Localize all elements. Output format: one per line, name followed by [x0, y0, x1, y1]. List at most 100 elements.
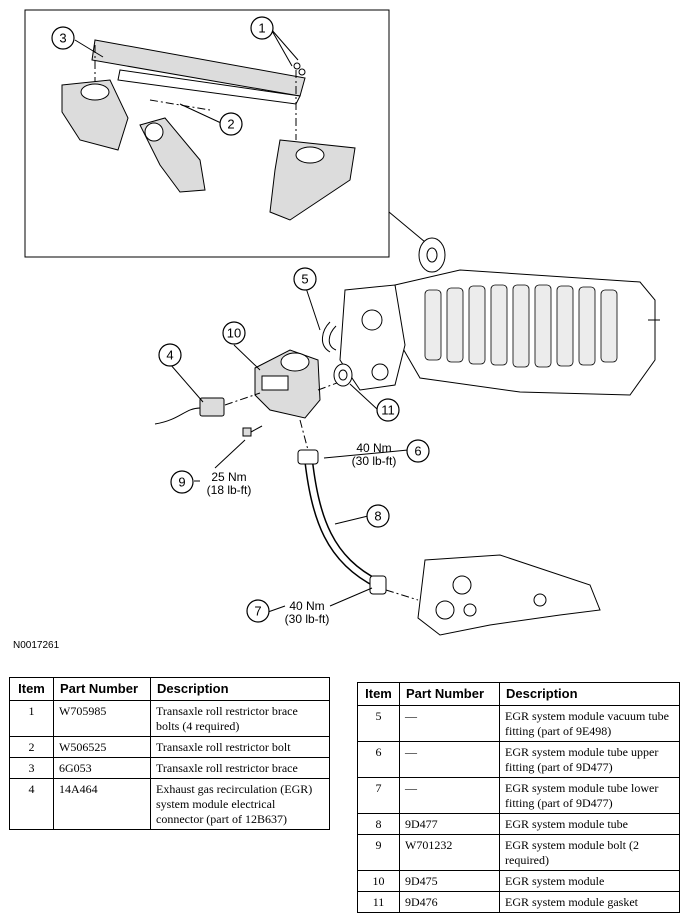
column-header-item: Item [357, 682, 400, 706]
part-number-cell: — [399, 705, 500, 742]
svg-text:11: 11 [381, 403, 395, 418]
part-number-cell: — [399, 777, 500, 814]
callout-11: 11 [376, 398, 400, 422]
egr-tube [297, 419, 419, 601]
callout-4: 4 [158, 343, 182, 367]
description-cell: EGR system module bolt (2 required) [499, 834, 680, 871]
item-cell: 9 [357, 834, 400, 871]
svg-text:9: 9 [178, 475, 185, 490]
svg-text:2: 2 [227, 117, 234, 132]
part-number-cell: 9D476 [399, 891, 500, 913]
part-number-cell: — [399, 741, 500, 778]
table-header-row: Item Part Number Description [9, 677, 330, 701]
svg-text:40 Nm: 40 Nm [289, 599, 324, 613]
svg-text:8: 8 [374, 509, 381, 524]
item-cell: 8 [357, 813, 400, 835]
description-cell: EGR system module tube lower fitting (pa… [499, 777, 680, 814]
description-cell: Transaxle roll restrictor bolt [150, 736, 330, 758]
left-mount-bracket [61, 79, 129, 151]
table-row: 5 — EGR system module vacuum tube fittin… [357, 705, 680, 742]
egr-module-bolt [242, 425, 263, 437]
description-cell: EGR system module vacuum tube fitting (p… [499, 705, 680, 742]
table-row: 1 W705985 Transaxle roll restrictor brac… [9, 700, 330, 737]
table-row: 2 W506525 Transaxle roll restrictor bolt [9, 736, 330, 758]
svg-text:1: 1 [258, 21, 265, 36]
svg-text:3: 3 [59, 31, 66, 46]
table-row: 8 9D477 EGR system module tube [357, 813, 680, 835]
description-cell: Exhaust gas recirculation (EGR) system m… [150, 778, 330, 830]
callout-9: 9 [170, 470, 194, 494]
callout-1: 1 [250, 16, 274, 40]
item-cell: 7 [357, 777, 400, 814]
column-header-part-number: Part Number [53, 677, 151, 701]
callout-5: 5 [293, 267, 317, 291]
description-cell: EGR system module gasket [499, 891, 680, 913]
description-cell: Transaxle roll restrictor brace [150, 757, 330, 779]
item-cell: 10 [357, 870, 400, 892]
svg-text:(30 lb-ft): (30 lb-ft) [285, 612, 330, 626]
svg-text:6: 6 [414, 444, 421, 459]
callout-8: 8 [366, 504, 390, 528]
vacuum-tube-fitting [322, 321, 337, 353]
column-header-part-number: Part Number [399, 682, 500, 706]
column-header-description: Description [499, 682, 680, 706]
table-header-row: Item Part Number Description [357, 682, 680, 706]
callout-7: 7 [246, 599, 270, 623]
svg-text:40 Nm: 40 Nm [356, 441, 391, 455]
egr-electrical-connector [154, 397, 225, 425]
item-cell: 3 [9, 757, 54, 779]
figure-id: N0017261 [13, 640, 60, 651]
description-cell: EGR system module tube upper fitting (pa… [499, 741, 680, 778]
roll-restrictor-brace [91, 39, 306, 105]
svg-text:25 Nm: 25 Nm [211, 470, 246, 484]
item-cell: 5 [357, 705, 400, 742]
part-number-cell: 14A464 [53, 778, 151, 830]
exploded-parts-diagram: 1 2 3 4 5 6 7 8 9 10 11 40 Nm (30 lb-ft)… [24, 9, 660, 636]
item-cell: 4 [9, 778, 54, 830]
roll-restrictor [139, 99, 211, 193]
table-row: 7 — EGR system module tube lower fitting… [357, 777, 680, 814]
parts-table-right: Item Part Number Description 5 — EGR sys… [357, 682, 680, 913]
callout-2: 2 [219, 112, 243, 136]
column-header-description: Description [150, 677, 330, 701]
parts-table-left: Item Part Number Description 1 W705985 T… [9, 677, 330, 830]
description-cell: EGR system module tube [499, 813, 680, 835]
table-row: 11 9D476 EGR system module gasket [357, 891, 680, 913]
part-number-cell: W701232 [399, 834, 500, 871]
egr-gasket [333, 363, 353, 387]
table-row: 4 14A464 Exhaust gas recirculation (EGR)… [9, 778, 330, 830]
svg-text:10: 10 [227, 326, 241, 341]
description-cell: EGR system module [499, 870, 680, 892]
svg-text:(30 lb-ft): (30 lb-ft) [352, 454, 397, 468]
svg-text:5: 5 [301, 272, 308, 287]
right-mount-bracket [269, 62, 356, 221]
leader-lines [74, 28, 409, 613]
egr-module [224, 349, 346, 419]
part-number-cell: 6G053 [53, 757, 151, 779]
item-cell: 2 [9, 736, 54, 758]
torque-label-6: 40 Nm (30 lb-ft) [352, 441, 397, 468]
item-cell: 11 [357, 891, 400, 913]
part-number-cell: 9D477 [399, 813, 500, 835]
intake-manifold [339, 237, 660, 396]
part-number-cell: 9D475 [399, 870, 500, 892]
table-row: 3 6G053 Transaxle roll restrictor brace [9, 757, 330, 779]
item-cell: 1 [9, 700, 54, 737]
callout-3: 3 [51, 26, 75, 50]
part-number-cell: W705985 [53, 700, 151, 737]
svg-text:7: 7 [254, 604, 261, 619]
callout-6: 6 [406, 439, 430, 463]
column-header-item: Item [9, 677, 54, 701]
svg-text:(18 lb-ft): (18 lb-ft) [207, 483, 252, 497]
table-row: 10 9D475 EGR system module [357, 870, 680, 892]
torque-label-9: 25 Nm (18 lb-ft) [207, 470, 252, 497]
callout-10: 10 [222, 321, 246, 345]
table-row: 9 W701232 EGR system module bolt (2 requ… [357, 834, 680, 871]
table-row: 6 — EGR system module tube upper fitting… [357, 741, 680, 778]
item-cell: 6 [357, 741, 400, 778]
svg-text:4: 4 [166, 348, 173, 363]
part-number-cell: W506525 [53, 736, 151, 758]
exhaust-manifold [417, 554, 601, 636]
torque-label-7: 40 Nm (30 lb-ft) [285, 599, 330, 626]
description-cell: Transaxle roll restrictor brace bolts (4… [150, 700, 330, 737]
